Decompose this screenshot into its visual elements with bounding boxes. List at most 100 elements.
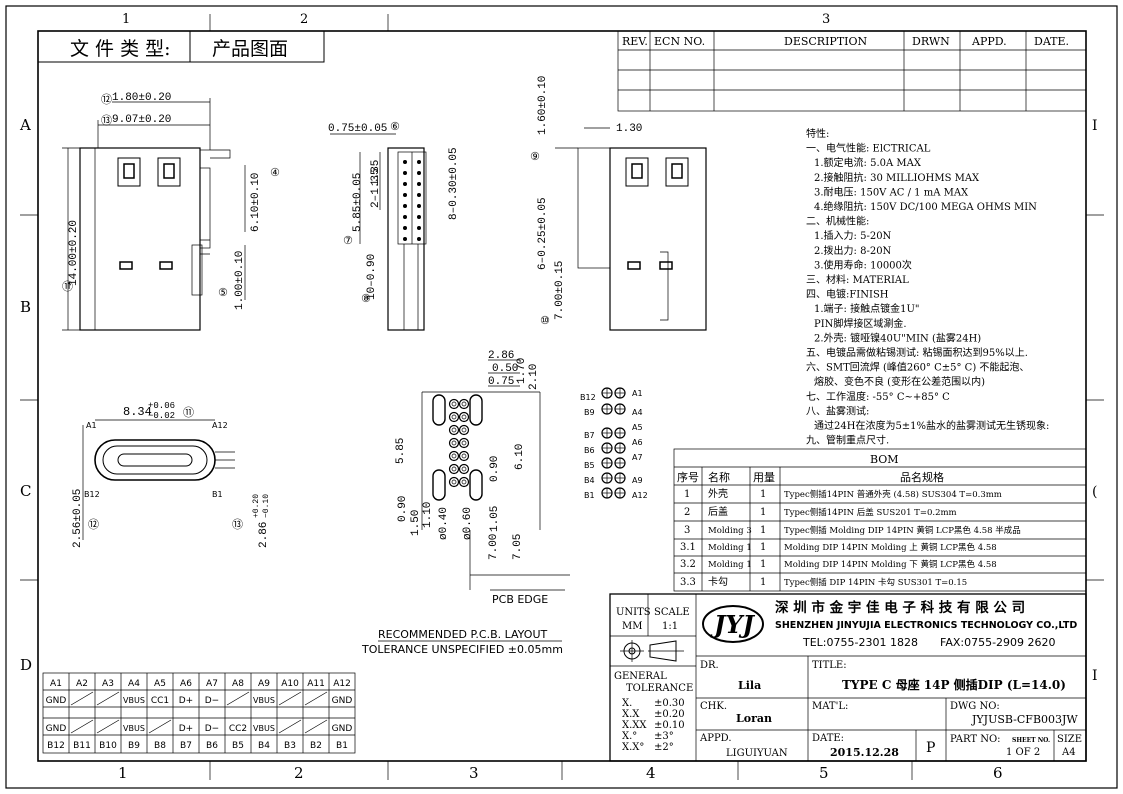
end-label-a12: A12 — [212, 421, 228, 430]
pin-cell: B7 — [180, 741, 192, 751]
doc-type-label: 文 件 类 型: — [70, 38, 171, 60]
projection-symbol-icon — [620, 640, 684, 662]
pinmap-right-a6: A6 — [632, 438, 643, 447]
front-callout-11: ⑪ — [62, 280, 73, 293]
pcb-pad — [448, 476, 460, 488]
bom-header-spec: 品名规格 — [900, 470, 944, 484]
title-label: TITLE: — [812, 660, 847, 671]
pcb-dim-bot-1: 0.90 — [397, 496, 409, 522]
pin-cell: CC2 — [229, 724, 247, 734]
company-logo-icon: JYJ — [702, 605, 764, 643]
pcb-dim-bot-7: 1.05 — [489, 506, 501, 532]
spec-line: 四、电镀:FINISH — [806, 288, 889, 301]
side-pin — [403, 193, 407, 197]
pcb-pad — [458, 398, 470, 410]
bom-header-qty: 用量 — [753, 471, 775, 484]
spec-line: 2.外壳: 镀哑镍40U"MIN (盐雾24H) — [814, 331, 981, 344]
pin-cell: GND — [46, 724, 67, 734]
appd-value: LIGUIYUAN — [726, 748, 788, 759]
pcb-dim-mid-2: 6.10 — [514, 444, 526, 470]
end-dim-3-lower: −0.10 — [262, 494, 271, 518]
pcb-pad-hole — [451, 414, 457, 420]
bottom-col-1: 1 — [118, 764, 128, 782]
dr-label: DR. — [700, 660, 719, 671]
pin-cell: A5 — [154, 679, 166, 689]
bom-cell: Molding 3 — [708, 526, 752, 536]
company-logo-text: JYJ — [710, 610, 755, 639]
pin-table-columns — [68, 673, 330, 753]
title-value: TYPE C 母座 14P 侧插DIP (L=14.0) — [842, 677, 1066, 692]
bom-cell: Molding 1 — [708, 560, 752, 570]
side-callout-8: ⑧ — [361, 292, 371, 305]
pcb-dim-top-5: 2.10 — [528, 364, 540, 390]
bom-cell: 卡勾 — [708, 575, 728, 588]
pcb-pad — [448, 424, 460, 436]
pinmap-left-b12: B12 — [580, 393, 596, 402]
bom-cell: 3 — [684, 525, 690, 536]
side-callout-6: ⑥ — [390, 120, 400, 133]
end-callout-13: ⑬ — [232, 518, 243, 531]
bom-cell: Typec侧插 Molding DIP 14PIN 黄铜 LCP黑色 4.58 … — [784, 525, 1021, 536]
spec-line: 2.接触阻抗: 30 MILLIOHMS MAX — [814, 171, 980, 184]
bom-header-name: 名称 — [708, 470, 730, 484]
pin-cell: VBUS — [123, 724, 145, 733]
pinmap-left-labels: B12 B9 B7 B6 B5 B4 B1 — [580, 393, 596, 500]
end-dim-1: 8.34 — [123, 405, 152, 419]
front-view-outline — [62, 98, 246, 331]
bom-cell: 外壳 — [708, 487, 728, 500]
pin-cell: B10 — [99, 741, 117, 751]
tol-value: ±0.10 — [654, 720, 685, 731]
tol-key: X. — [622, 698, 632, 709]
pcb-dim-mid-3: 0.90 — [489, 456, 501, 482]
bom-cell: Typec侧插 DIP 14PIN 卡勾 SUS301 T=0.15 — [784, 577, 967, 588]
pcb-pad-hole — [451, 479, 457, 485]
pinmap-right-labels: A1 A4 A5 A6 A7 A9 A12 — [632, 389, 648, 500]
right-dim-4: 7.00±0.15 — [554, 261, 566, 320]
company-fax: FAX:0755-2909 2620 — [940, 636, 1056, 649]
pinmap-right-a5: A5 — [632, 423, 643, 432]
right-row-2: ( — [1092, 484, 1097, 500]
pcb-pad — [458, 476, 470, 488]
bom-cell: Molding 1 — [708, 543, 752, 553]
pcb-dim-bot-2: 1.50 — [410, 510, 422, 536]
bom-cell: 后盖 — [708, 505, 728, 518]
end-callout-12: ⑫ — [88, 518, 99, 531]
front-dim-4: 6.10±0.10 — [250, 173, 262, 232]
pin-cell: A11 — [307, 679, 325, 689]
pcb-pad-hole — [461, 453, 467, 459]
pcb-note-title: RECOMMENDED P.C.B. LAYOUT — [378, 628, 547, 641]
pcb-pad — [448, 411, 460, 423]
bottom-col-5: 5 — [819, 764, 829, 782]
pcb-pad-hole — [461, 414, 467, 420]
specs-notes: 特性:一、电气性能: ElCTRICAL 1.额定电流: 5.0A MAX 2.… — [806, 127, 1049, 447]
side-pin — [403, 226, 407, 230]
end-dim-1-upper: +0.06 — [148, 401, 175, 411]
right-callout-9: ⑨ — [530, 150, 540, 163]
pin-cell: A3 — [102, 679, 114, 689]
side-pin — [417, 226, 421, 230]
spec-line: 五、电镀品需做粘锡测试: 粘锡面积达到95%以上. — [806, 346, 1028, 359]
right-dim-1: 1.60±0.10 — [537, 76, 549, 135]
pcb-dim-mid-1: 5.85 — [395, 438, 407, 464]
pinmap-left-b7: B7 — [584, 431, 595, 440]
pcb-dim-top-1: 2.86 — [488, 350, 514, 362]
outer-frame — [5, 5, 1118, 789]
front-callout-5: ⑤ — [218, 286, 228, 299]
pcb-pad-hole — [451, 427, 457, 433]
scale-value: 1:1 — [662, 621, 678, 632]
row-label-b: B — [20, 298, 31, 316]
spec-line: 2.拨出力: 8-20N — [814, 244, 892, 257]
pcb-layout-outline — [421, 359, 570, 591]
front-dim-2: 9.07±0.20 — [112, 114, 171, 126]
spec-line: 七、工作温度: -55° C~+85° C — [806, 390, 950, 403]
pin-cell: A9 — [258, 679, 270, 689]
spec-line: 一、电气性能: ElCTRICAL — [806, 142, 931, 155]
side-pin — [417, 182, 421, 186]
top-col-1: 1 — [122, 12, 130, 27]
bom-cell: 3.1 — [680, 542, 696, 553]
pcb-dim-top-4: 1.70 — [516, 358, 528, 384]
pin-cell: B6 — [206, 741, 218, 751]
pcb-pad-hole — [451, 401, 457, 407]
end-label-b1: B1 — [212, 490, 223, 499]
